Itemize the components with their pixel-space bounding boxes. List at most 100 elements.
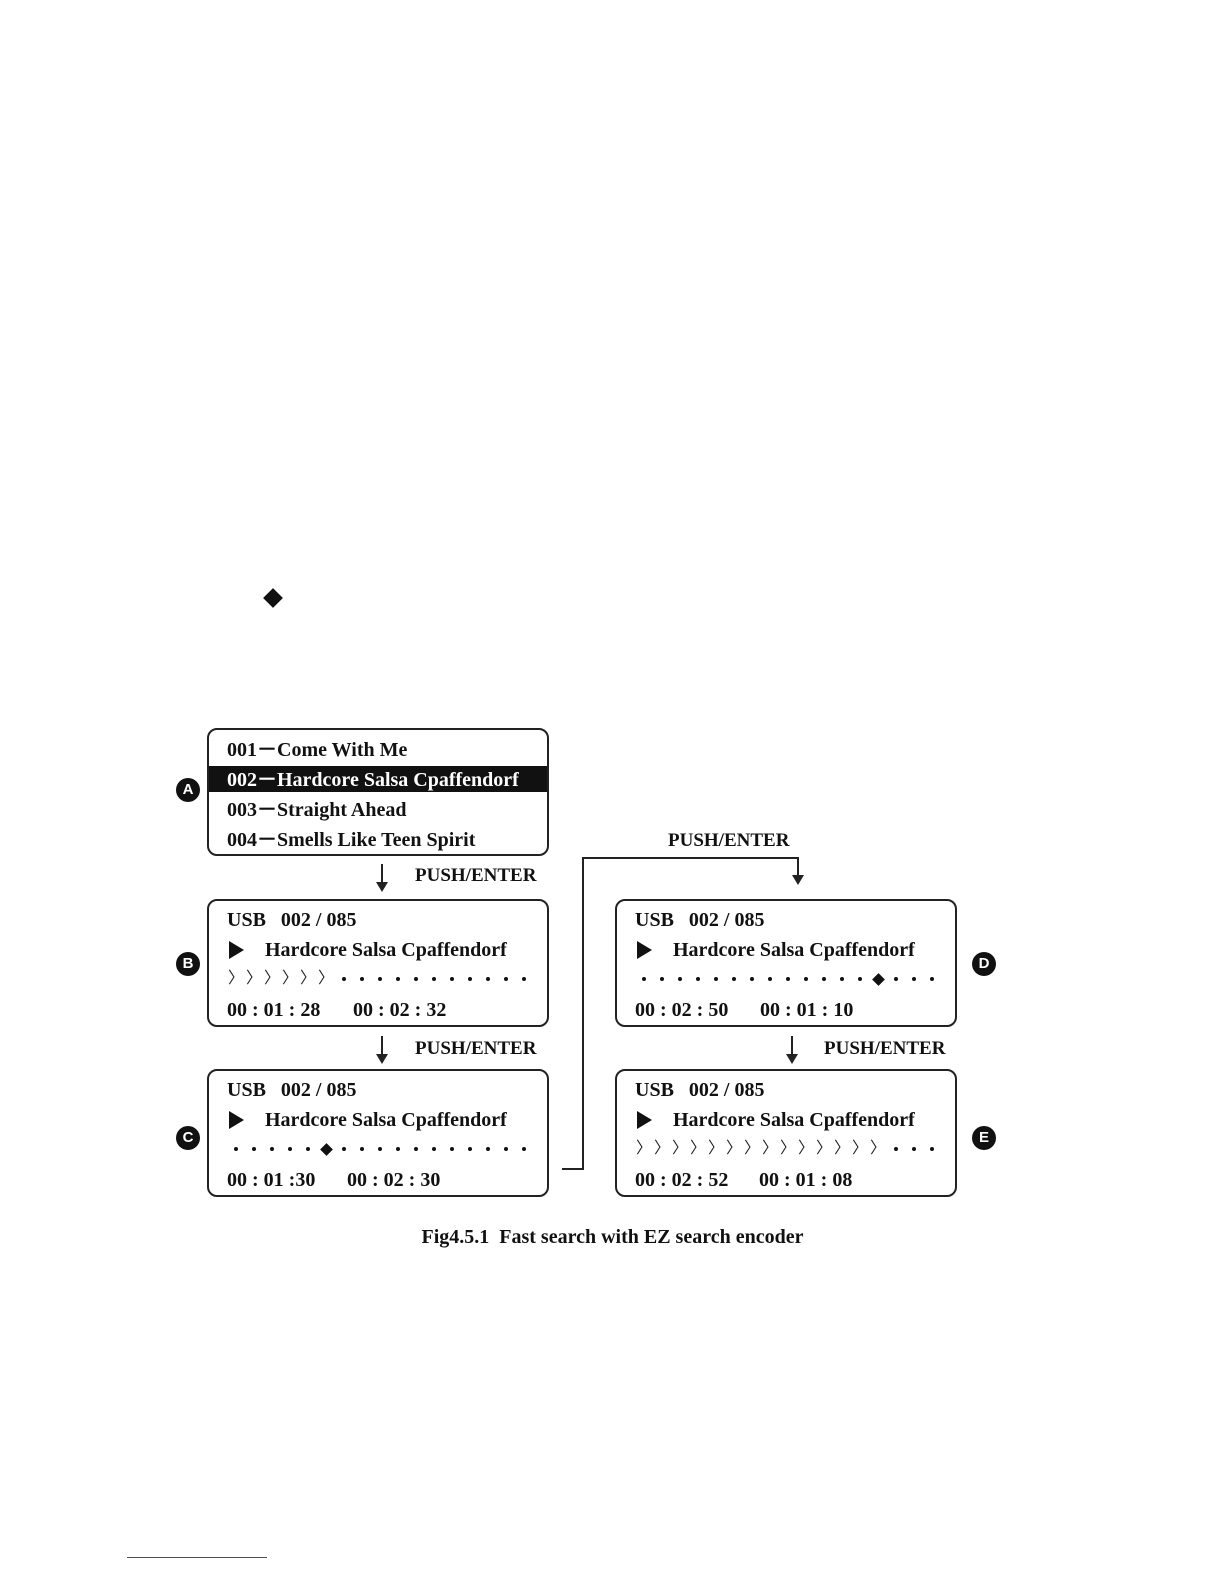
progress-dot-icon	[353, 1141, 371, 1157]
progress-dot-icon	[497, 1141, 515, 1157]
progress-mark	[930, 977, 934, 981]
progress-dot-icon	[245, 1141, 263, 1157]
progress-mark	[486, 977, 490, 981]
progress-mark	[504, 977, 508, 981]
screen-e-playback: USB 002 / 085 Hardcore Salsa Cpaffendorf…	[615, 1069, 957, 1197]
progress-dot-icon	[635, 971, 653, 987]
progress-mark	[450, 1147, 454, 1151]
progress-mark	[468, 977, 472, 981]
progress-dot-icon	[815, 971, 833, 987]
elapsed-time: 00 : 01 :30	[227, 1169, 316, 1191]
progress-mark	[912, 1147, 916, 1151]
progress-mark	[319, 1142, 333, 1156]
progress-mark: 〉	[707, 1140, 724, 1157]
progress-dot-icon	[227, 1141, 245, 1157]
arrow-d-to-e-icon	[786, 1036, 798, 1064]
progress-dot-icon	[887, 1141, 905, 1157]
progress-dot-icon	[497, 971, 515, 987]
progress-chevron-icon: 〉	[725, 1141, 743, 1157]
progress-mark	[432, 977, 436, 981]
progress-dot-icon	[905, 1141, 923, 1157]
progress-mark	[912, 977, 916, 981]
progress-mark	[714, 977, 718, 981]
progress-dot-icon	[461, 1141, 479, 1157]
progress-dot-icon	[371, 971, 389, 987]
push-enter-label-cd: PUSH/ENTER	[668, 830, 790, 851]
progress-mark	[288, 1147, 292, 1151]
progress-dot-icon	[797, 971, 815, 987]
progress-mark: 〉	[299, 970, 316, 987]
progress-dot-icon	[443, 971, 461, 987]
progress-dot-icon	[515, 971, 533, 987]
remaining-time: 00 : 01 : 08	[759, 1169, 853, 1191]
screen-d-playback: USB 002 / 085 Hardcore Salsa Cpaffendorf…	[615, 899, 957, 1027]
progress-dot-icon	[479, 971, 497, 987]
progress-mark	[414, 977, 418, 981]
progress-track	[227, 1141, 533, 1157]
progress-track: 〉〉〉〉〉〉〉〉〉〉〉〉〉〉	[635, 1141, 941, 1157]
progress-dot-icon	[335, 971, 353, 987]
label-a-badge: A	[176, 778, 200, 802]
progress-dot-icon	[689, 971, 707, 987]
progress-chevron-icon: 〉	[281, 971, 299, 987]
progress-dot-icon	[389, 971, 407, 987]
progress-dot-icon	[389, 1141, 407, 1157]
label-e-badge: E	[972, 1126, 996, 1150]
progress-mark	[732, 977, 736, 981]
progress-mark	[858, 977, 862, 981]
progress-dot-icon	[479, 1141, 497, 1157]
progress-mark	[252, 1147, 256, 1151]
remaining-time: 00 : 02 : 32	[353, 999, 447, 1021]
progress-dot-icon	[425, 971, 443, 987]
progress-mark: 〉	[227, 970, 244, 987]
track-title: Hardcore Salsa Cpaffendorf	[265, 1109, 507, 1131]
label-d-badge: D	[972, 952, 996, 976]
progress-dot-icon	[887, 971, 905, 987]
progress-chevron-icon: 〉	[263, 971, 281, 987]
play-icon	[637, 1111, 652, 1129]
progress-dot-icon	[443, 1141, 461, 1157]
progress-mark	[750, 977, 754, 981]
progress-mark	[894, 1147, 898, 1151]
progress-dot-icon	[425, 1141, 443, 1157]
screen-a-track-list: 001－Come With Me 002－Hardcore Salsa Cpaf…	[207, 728, 549, 856]
progress-dot-icon	[653, 971, 671, 987]
progress-mark	[786, 977, 790, 981]
progress-dot-icon	[707, 971, 725, 987]
progress-dot-icon	[743, 971, 761, 987]
progress-mark: 〉	[281, 970, 298, 987]
progress-chevron-icon: 〉	[851, 1141, 869, 1157]
progress-mark	[360, 1147, 364, 1151]
push-enter-label-ab: PUSH/ENTER	[415, 865, 537, 886]
progress-chevron-icon: 〉	[653, 1141, 671, 1157]
progress-mark: 〉	[263, 970, 280, 987]
usb-header: USB 002 / 085	[227, 909, 357, 931]
usb-header: USB 002 / 085	[227, 1079, 357, 1101]
track-title: Hardcore Salsa Cpaffendorf	[673, 1109, 915, 1131]
arrow-c-to-d-icon	[792, 857, 804, 885]
progress-dot-icon	[833, 971, 851, 987]
progress-mark: 〉	[815, 1140, 832, 1157]
play-icon	[637, 941, 652, 959]
usb-header: USB 002 / 085	[635, 1079, 765, 1101]
menu-row-text: 003－Straight Ahead	[227, 799, 407, 821]
progress-mark	[342, 977, 346, 981]
track-title: Hardcore Salsa Cpaffendorf	[265, 939, 507, 961]
progress-mark	[822, 977, 826, 981]
progress-chevron-icon: 〉	[689, 1141, 707, 1157]
progress-mark: 〉	[779, 1140, 796, 1157]
progress-chevron-icon: 〉	[815, 1141, 833, 1157]
progress-chevron-icon: 〉	[299, 971, 317, 987]
label-c-badge: C	[176, 1126, 200, 1150]
screen-c-playback: USB 002 / 085 Hardcore Salsa Cpaffendorf…	[207, 1069, 549, 1197]
progress-chevron-icon: 〉	[227, 971, 245, 987]
progress-mark	[522, 1147, 526, 1151]
progress-mark	[840, 977, 844, 981]
progress-chevron-icon: 〉	[833, 1141, 851, 1157]
label-b-badge: B	[176, 952, 200, 976]
remaining-time: 00 : 01 : 10	[760, 999, 854, 1021]
usb-header: USB 002 / 085	[635, 909, 765, 931]
progress-mark	[522, 977, 526, 981]
progress-mark	[270, 1147, 274, 1151]
progress-position-diamond-icon	[869, 971, 887, 987]
